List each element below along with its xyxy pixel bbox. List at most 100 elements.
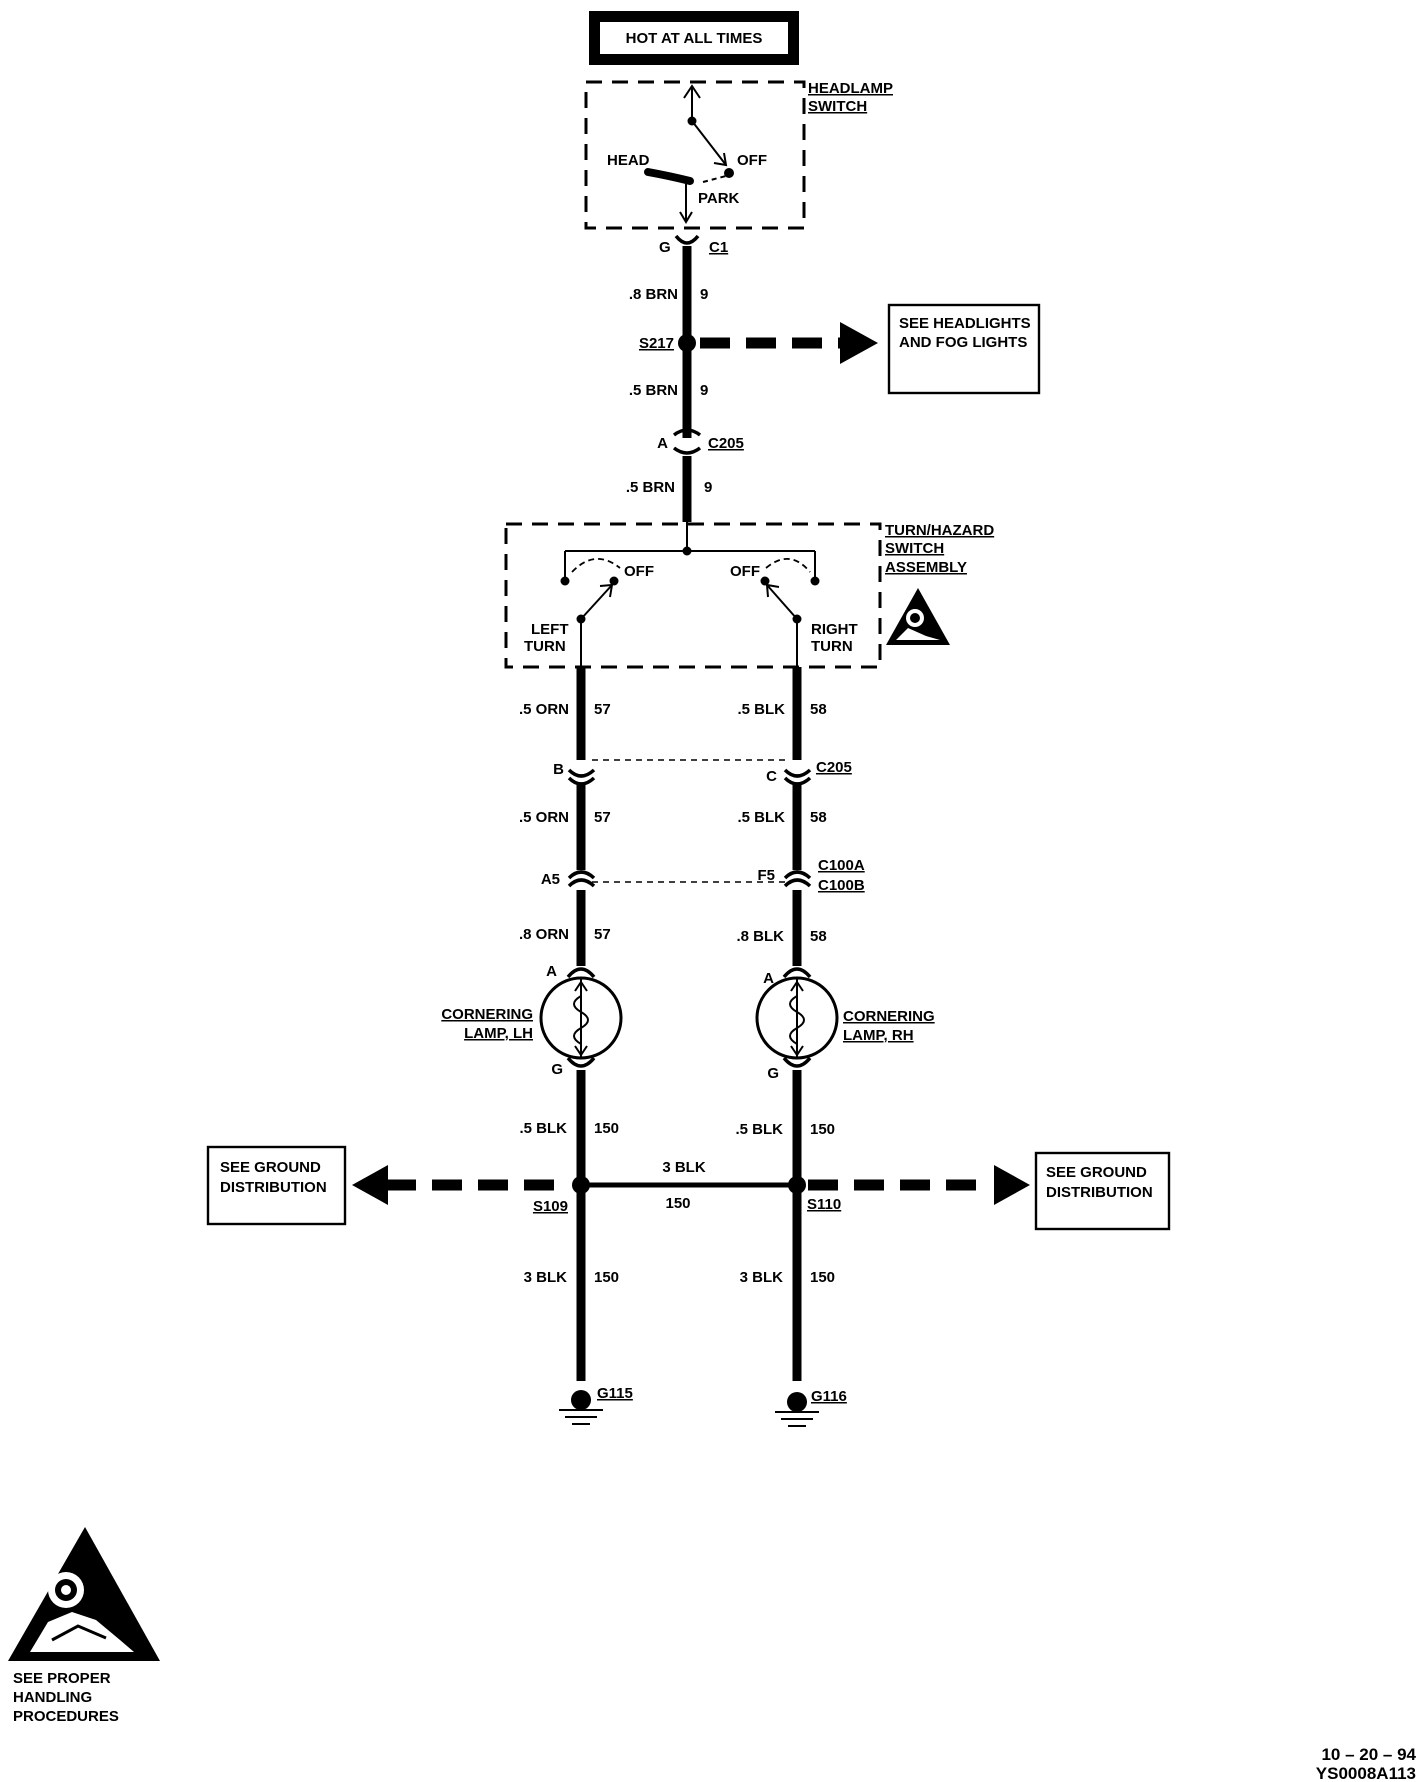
s217-label: S217 <box>639 335 674 352</box>
headlights-arrowhead <box>840 322 878 364</box>
s110-label: S110 <box>807 1196 841 1213</box>
c1-pin: G <box>659 239 671 256</box>
cross-wire-gauge: 3 BLK <box>662 1159 706 1176</box>
right-w3-circuit: 58 <box>810 928 827 945</box>
headlamp-switch-name-2: SWITCH <box>808 98 867 115</box>
left-w3-gauge: .8 ORN <box>519 926 569 943</box>
c100b-name: C100B <box>818 877 865 894</box>
headlamp-switch: HEAD OFF PARK <box>584 80 806 230</box>
c205-connector-right: C C205 <box>766 759 852 786</box>
c100-connector-left: A5 <box>541 870 596 888</box>
left-turn-label-2: TURN <box>524 638 566 655</box>
left-w5-gauge: 3 BLK <box>524 1269 568 1286</box>
handling-line-2: HANDLING <box>13 1689 92 1706</box>
c1-name: C1 <box>709 239 728 256</box>
right-w1-circuit: 58 <box>810 701 827 718</box>
left-c205-pin: B <box>553 761 564 778</box>
right-off-label: OFF <box>730 563 760 580</box>
c1-connector: G C1 <box>659 234 728 256</box>
left-w1-gauge: .5 ORN <box>519 701 569 718</box>
cross-wire-circuit: 150 <box>665 1195 690 1212</box>
see-headlights-line-1: SEE HEADLIGHTS <box>899 315 1031 332</box>
park-position-label: PARK <box>698 190 740 207</box>
c205-top-name: C205 <box>708 435 744 452</box>
wire-1-gauge: .8 BRN <box>629 286 678 303</box>
see-ground-distribution-right: SEE GROUND DISTRIBUTION <box>1034 1151 1171 1231</box>
right-w5-circuit: 150 <box>810 1269 835 1286</box>
see-headlights-box: SEE HEADLIGHTS AND FOG LIGHTS <box>887 303 1041 395</box>
c205-top-pin: A <box>657 435 668 452</box>
left-lamp-top-pin: A <box>546 963 557 980</box>
left-w3-circuit: 57 <box>594 926 611 943</box>
ground-dist-right-line-1: SEE GROUND <box>1046 1164 1147 1181</box>
ground-g116: G116 <box>775 1388 847 1427</box>
handling-line-3: PROCEDURES <box>13 1708 119 1725</box>
right-w2-gauge: .5 BLK <box>737 809 785 826</box>
right-w1-gauge: .5 BLK <box>737 701 785 718</box>
s109-label: S109 <box>533 1198 568 1215</box>
left-turn-label-1: LEFT <box>531 621 569 638</box>
see-headlights-line-2: AND FOG LIGHTS <box>899 334 1027 351</box>
left-c100-pin: A5 <box>541 871 560 888</box>
left-off-label: OFF <box>624 563 654 580</box>
esd-warning-small-icon <box>886 588 950 645</box>
c205-connector-left: B <box>553 761 596 786</box>
right-turn-label-1: RIGHT <box>811 621 858 638</box>
cornering-lamp-rh: A G <box>755 967 839 1082</box>
right-turn-label-2: TURN <box>811 638 853 655</box>
wire-2-circuit: 9 <box>700 382 708 399</box>
turn-switch-name-1: TURN/HAZARD <box>885 522 994 539</box>
ground-arrowhead-left <box>352 1165 388 1205</box>
ground-g115: G115 <box>559 1385 633 1425</box>
left-w4-circuit: 150 <box>594 1120 619 1137</box>
turn-switch-name-3: ASSEMBLY <box>885 559 967 576</box>
cornering-lamp-lh: A G <box>539 963 623 1078</box>
left-w4-gauge: .5 BLK <box>519 1120 567 1137</box>
turn-switch-name-2: SWITCH <box>885 540 944 557</box>
c100a-name: C100A <box>818 857 865 874</box>
right-lamp-top-pin: A <box>763 970 774 987</box>
wire-3-circuit: 9 <box>704 479 712 496</box>
c205-connector-top: A C205 <box>657 428 744 455</box>
headlamp-switch-name-1: HEADLAMP <box>808 80 893 97</box>
hot-at-all-times-box: HOT AT ALL TIMES <box>589 11 799 65</box>
left-w2-circuit: 57 <box>594 809 611 826</box>
esd-handling-warning-icon <box>8 1527 160 1661</box>
right-w4-circuit: 150 <box>810 1121 835 1138</box>
handling-line-1: SEE PROPER <box>13 1670 111 1687</box>
ground-dist-left-line-2: DISTRIBUTION <box>220 1179 327 1196</box>
wire-2-gauge: .5 BRN <box>629 382 678 399</box>
ground-dist-left-line-1: SEE GROUND <box>220 1159 321 1176</box>
wire-3-gauge: .5 BRN <box>626 479 675 496</box>
head-position-label: HEAD <box>607 152 650 169</box>
c100-connector-right: F5 C100A C100B <box>757 857 864 894</box>
wire-1-circuit: 9 <box>700 286 708 303</box>
right-w5-gauge: 3 BLK <box>740 1269 784 1286</box>
figure-id: YS0008A113 <box>1316 1764 1416 1782</box>
g115-label: G115 <box>597 1385 633 1402</box>
right-lamp-name-2: LAMP, RH <box>843 1027 914 1044</box>
off-position-label: OFF <box>737 152 767 169</box>
left-w1-circuit: 57 <box>594 701 611 718</box>
right-w2-circuit: 58 <box>810 809 827 826</box>
ground-dist-right-line-2: DISTRIBUTION <box>1046 1184 1153 1201</box>
right-lamp-bottom-pin: G <box>767 1065 779 1082</box>
turn-hazard-switch-assembly: OFF OFF LEFT TURN RIGHT TURN <box>504 522 882 669</box>
left-w2-gauge: .5 ORN <box>519 809 569 826</box>
left-lamp-name-2: LAMP, LH <box>464 1025 533 1042</box>
hot-box-label: HOT AT ALL TIMES <box>626 30 763 47</box>
left-lamp-bottom-pin: G <box>551 1061 563 1078</box>
ground-arrowhead-right <box>994 1165 1030 1205</box>
diagram-date: 10 – 20 – 94 <box>1321 1745 1416 1764</box>
see-ground-distribution-left: SEE GROUND DISTRIBUTION <box>206 1145 347 1226</box>
g116-label: G116 <box>811 1388 847 1405</box>
right-c205-pin: C <box>766 768 777 785</box>
left-w5-circuit: 150 <box>594 1269 619 1286</box>
right-w4-gauge: .5 BLK <box>735 1121 783 1138</box>
right-c100-pin: F5 <box>757 867 775 884</box>
right-c205-name: C205 <box>816 759 852 776</box>
right-w3-gauge: .8 BLK <box>736 928 784 945</box>
s217-splice <box>678 334 696 352</box>
left-lamp-name-1: CORNERING <box>441 1006 533 1023</box>
